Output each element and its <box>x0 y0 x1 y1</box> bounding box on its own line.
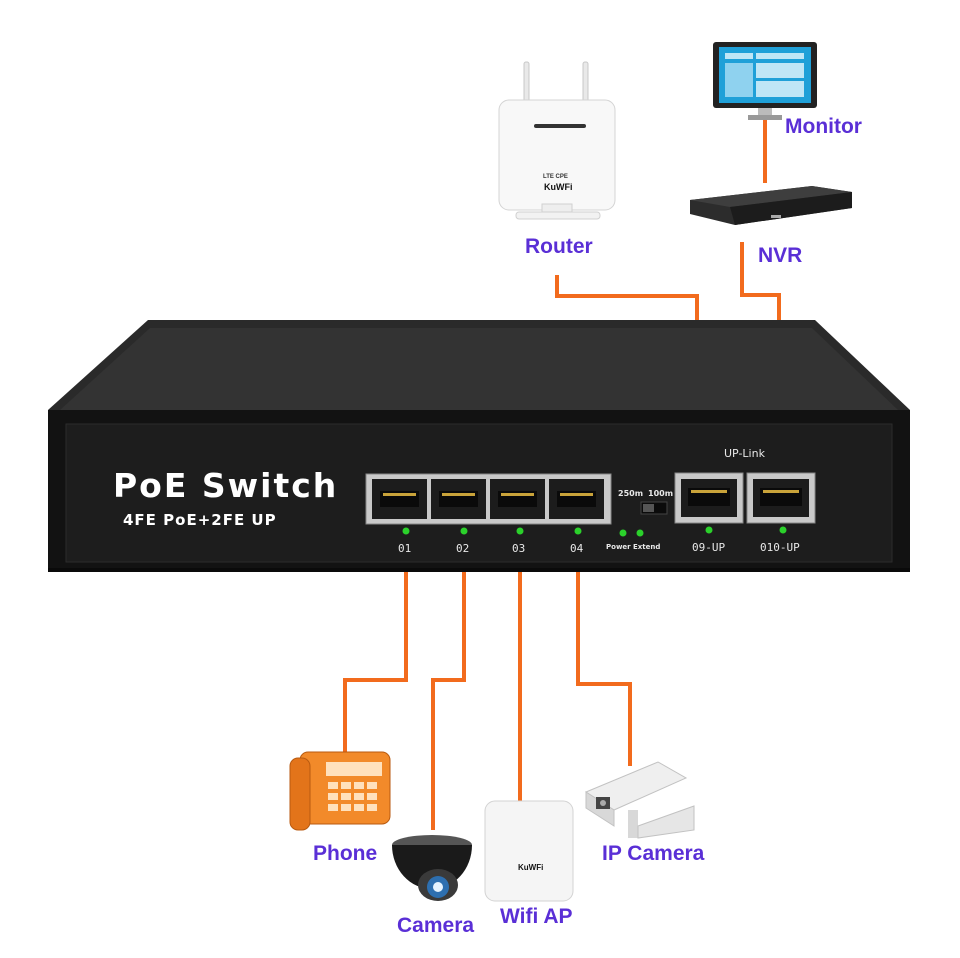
port-label-09-up: 09-UP <box>692 541 726 554</box>
label-router: Router <box>525 235 593 258</box>
port-label-02: 02 <box>456 542 470 555</box>
label-phone: Phone <box>313 842 378 865</box>
port-03 <box>490 479 545 519</box>
status-leds <box>402 526 787 537</box>
poe-switch <box>48 320 910 572</box>
label-monitor: Monitor <box>785 115 862 138</box>
label-nvr: NVR <box>758 244 803 267</box>
port-label-04: 04 <box>570 542 584 555</box>
router-model-text: LTE CPE <box>543 174 568 180</box>
led-label-power: Power <box>606 543 631 551</box>
mode-label-100m: 100m <box>648 489 674 498</box>
port-label-03: 03 <box>512 542 526 555</box>
port-label-010-up: 010-UP <box>760 541 800 554</box>
port-02 <box>431 479 486 519</box>
port-01 <box>372 479 427 519</box>
switch-title: PoE Switch <box>113 466 339 505</box>
router-brand-text: KuWFi <box>544 182 573 192</box>
mode-label-250m: 250m <box>618 489 644 498</box>
dome-camera-device <box>392 835 472 901</box>
wifi-ap-device <box>484 800 574 902</box>
cable-port4-ipcamera <box>576 572 632 766</box>
port-label-01: 01 <box>398 542 412 555</box>
ip-camera-device <box>584 761 695 839</box>
switch-subtitle: 4FE PoE+2FE UP <box>123 511 277 529</box>
ap-brand-text: KuWFi <box>518 863 544 872</box>
nvr-device <box>690 186 852 225</box>
port-09-up <box>674 472 744 524</box>
phone-device <box>289 751 391 831</box>
router-device <box>498 61 616 220</box>
port-010-up <box>746 472 816 524</box>
cable-port2-camera <box>431 572 466 830</box>
port-04 <box>549 479 604 519</box>
cable-port1-phone <box>343 572 408 758</box>
label-camera: Camera <box>397 914 475 937</box>
led-label-extend: Extend <box>633 543 661 551</box>
label-wifi-ap: Wifi AP <box>500 905 573 928</box>
uplink-label: UP-Link <box>724 447 765 460</box>
monitor-device <box>713 42 817 120</box>
label-ip-camera: IP Camera <box>602 842 705 865</box>
